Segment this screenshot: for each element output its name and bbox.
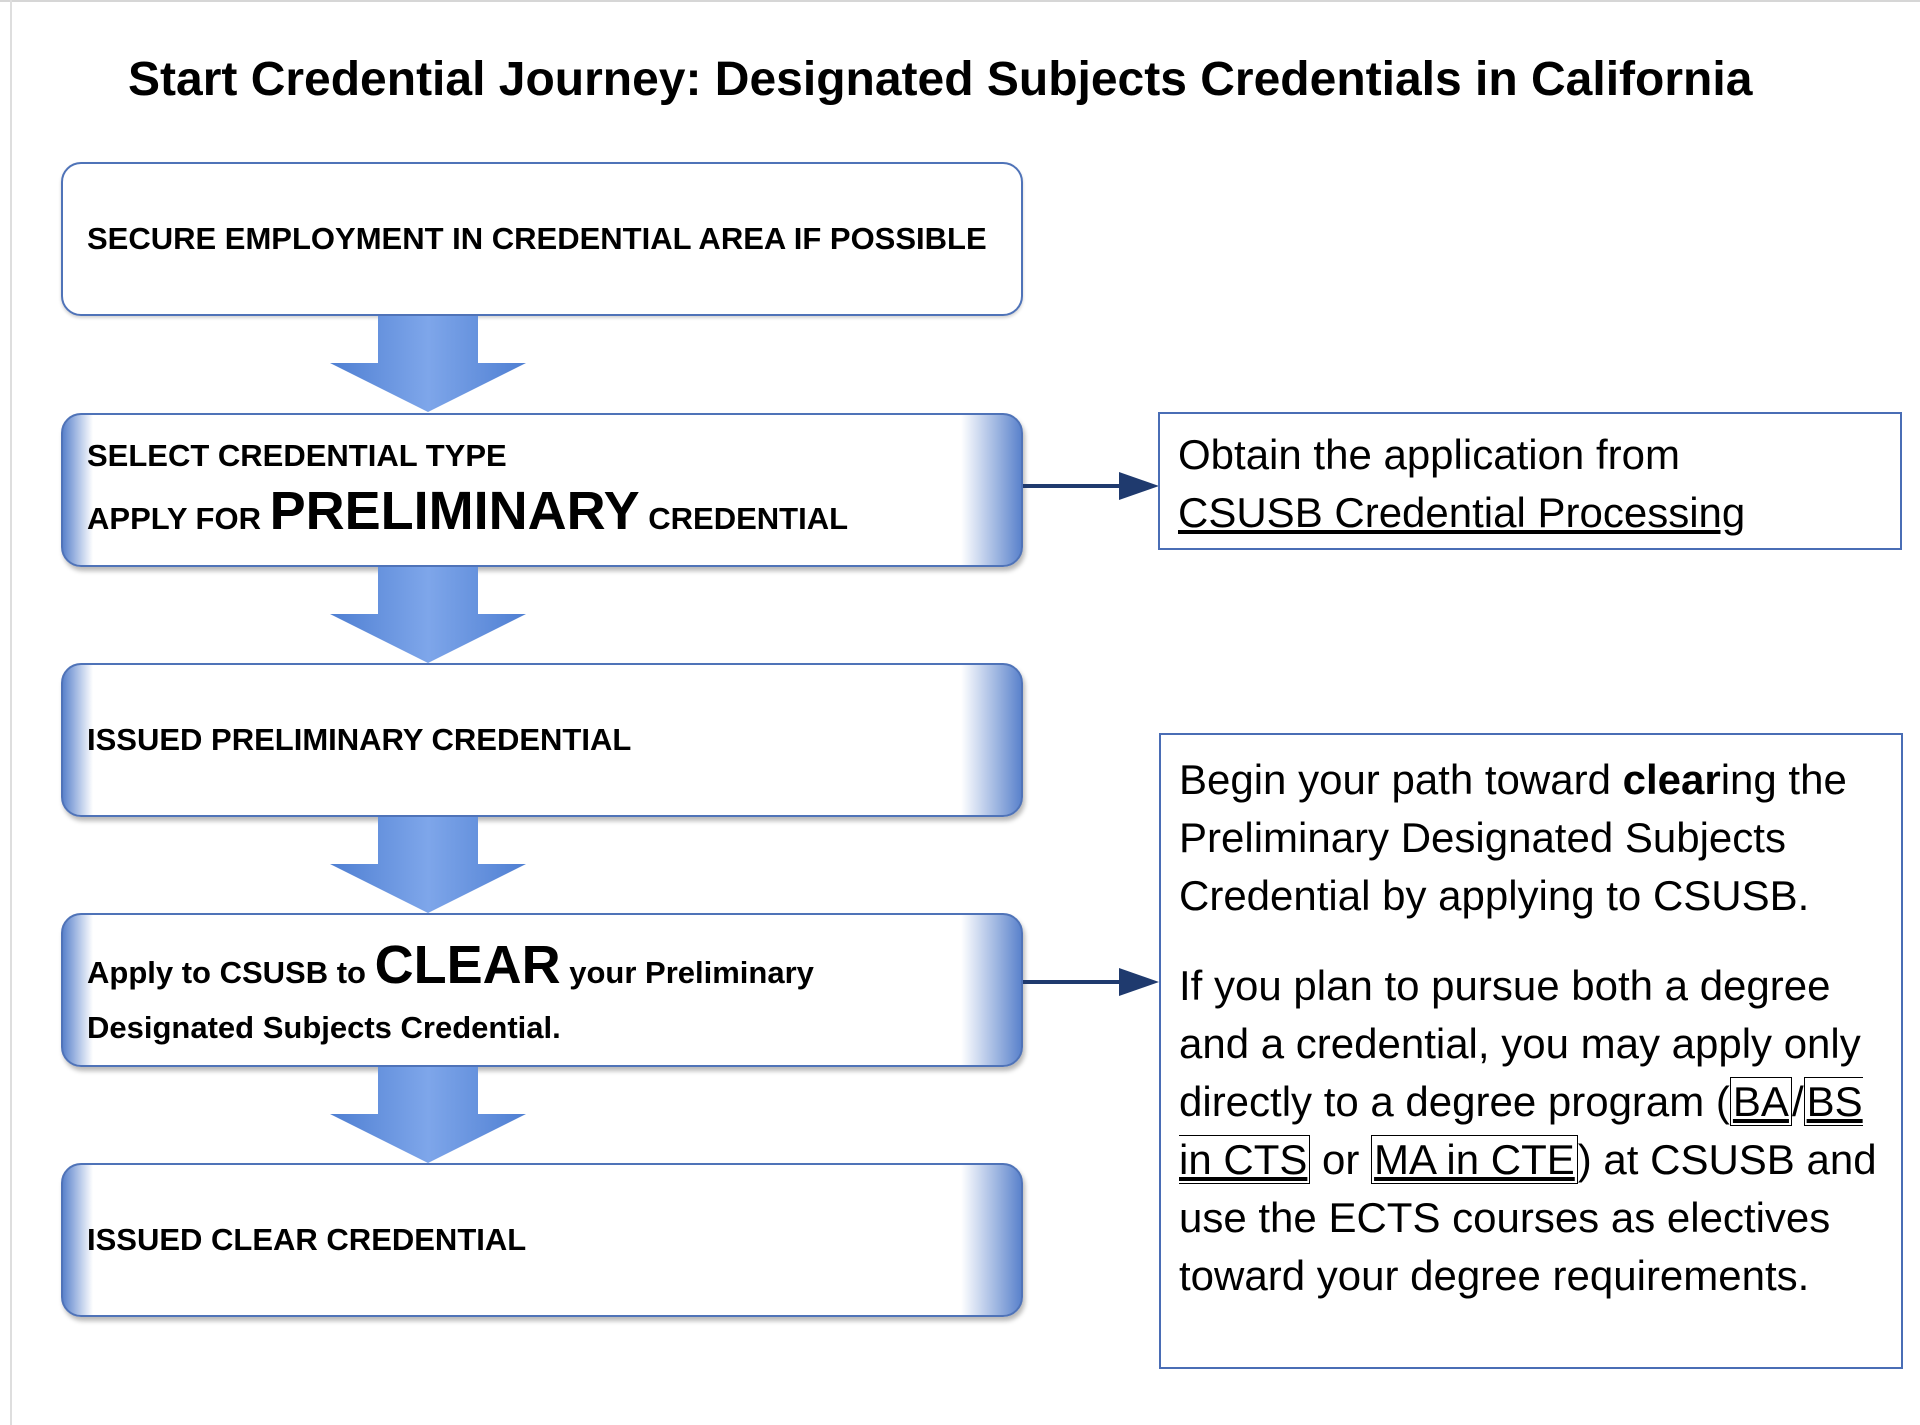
info-text: ing the Preliminary Designated Subjects … [1179, 756, 1847, 919]
step-text: Apply to CSUSB to [87, 955, 375, 990]
step-text: CREDENTIAL [639, 501, 849, 536]
info-text: / [1791, 1078, 1804, 1125]
page-title: Start Credential Journey: Designated Sub… [128, 53, 1753, 106]
step-secure-employment: SECURE EMPLOYMENT IN CREDENTIAL AREA IF … [61, 162, 1023, 316]
ma-in-cte-link[interactable]: MA in CTE [1371, 1135, 1578, 1184]
info-paragraph-clear: Begin your path toward clearing the Prel… [1179, 751, 1883, 925]
step-label: ISSUED CLEAR CREDENTIAL [87, 1222, 527, 1257]
step-issued-clear: ISSUED CLEAR CREDENTIAL [61, 1163, 1023, 1317]
step-label-apply-clear: Apply to CSUSB to CLEAR your Preliminary [87, 934, 1021, 996]
info-text: Begin your path toward [1179, 756, 1623, 803]
ba-link[interactable]: BA [1729, 1077, 1792, 1126]
step-text: APPLY FOR [87, 501, 270, 536]
step-text: your Preliminary [560, 955, 814, 990]
down-arrow-icon [330, 316, 526, 412]
right-arrow-connector-icon [1023, 472, 1159, 500]
step-label-apply: APPLY FOR PRELIMINARY CREDENTIAL [87, 480, 1021, 542]
info-text: or [1310, 1136, 1372, 1183]
down-arrow-icon [330, 567, 526, 663]
step-label: ISSUED PRELIMINARY CREDENTIAL [87, 722, 632, 757]
step-issued-preliminary: ISSUED PRELIMINARY CREDENTIAL [61, 663, 1023, 817]
step-select-credential: SELECT CREDENTIAL TYPE APPLY FOR PRELIMI… [61, 413, 1023, 567]
info-text: Obtain the application from [1178, 431, 1680, 478]
step-emphasis: PRELIMINARY [269, 481, 640, 541]
step-label: SELECT CREDENTIAL TYPE [87, 438, 507, 473]
info-box-clear-path: Begin your path toward clearing the Prel… [1159, 733, 1903, 1369]
info-emphasis: clear [1622, 756, 1721, 803]
top-border [0, 0, 1920, 2]
left-border [10, 0, 12, 1425]
credential-processing-link[interactable]: CSUSB Credential Processing [1178, 489, 1746, 536]
step-emphasis: CLEAR [374, 935, 561, 995]
info-text: If you plan to pursue both a degree and … [1179, 962, 1861, 1125]
down-arrow-icon [330, 1067, 526, 1163]
bs-in-cts-link[interactable]: BS in CTS [1179, 1077, 1863, 1184]
right-arrow-connector-icon [1023, 968, 1159, 996]
down-arrow-icon [330, 817, 526, 913]
step-apply-clear: Apply to CSUSB to CLEAR your Preliminary… [61, 913, 1023, 1067]
info-paragraph-degree: If you plan to pursue both a degree and … [1179, 957, 1883, 1305]
info-text: ) at CSUSB and use the ECTS courses as e… [1179, 1136, 1877, 1299]
step-label: SECURE EMPLOYMENT IN CREDENTIAL AREA IF … [87, 221, 987, 256]
step-label: Designated Subjects Credential. [87, 1010, 561, 1045]
info-box-application: Obtain the application from CSUSB Creden… [1158, 412, 1902, 550]
